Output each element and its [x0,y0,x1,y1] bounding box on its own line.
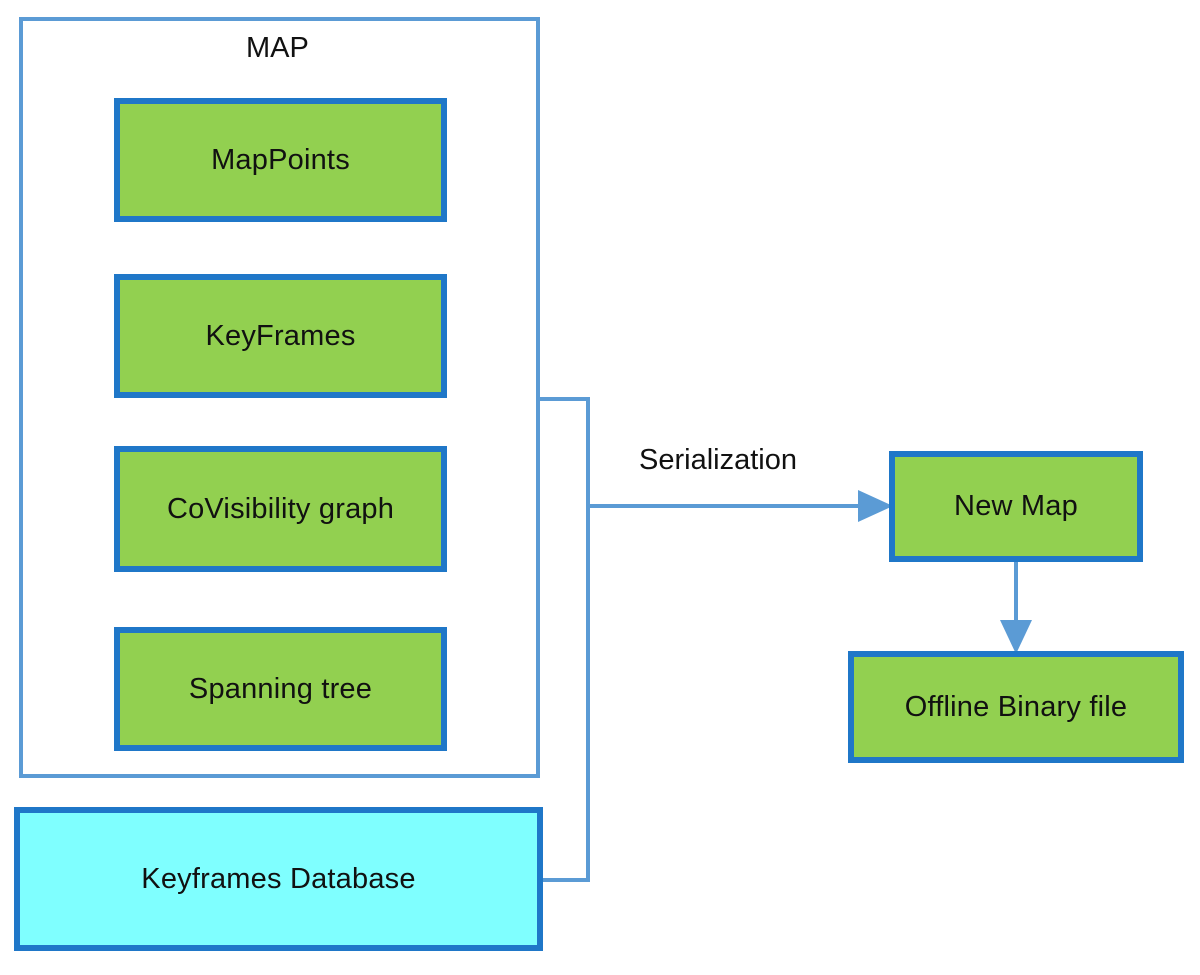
map-container-title: MAP [246,32,309,64]
keyframes-database-label: Keyframes Database [141,862,416,895]
new-map-label: New Map [954,490,1078,522]
serialization-edge-label: Serialization [639,444,797,476]
keyframes-label: KeyFrames [205,319,356,352]
spanning-tree-label: Spanning tree [188,672,373,705]
serialization-arrowhead [858,490,893,522]
newmap-to-binary-arrowhead [1000,620,1032,654]
covisibility-graph-label: CoVisibility graph [166,492,395,525]
spanning-tree-node[interactable]: Spanning tree [114,627,447,751]
offline-binary-file-node[interactable]: Offline Binary file [848,651,1184,763]
mappoints-node[interactable]: MapPoints [114,98,447,222]
offline-binary-file-label: Offline Binary file [904,690,1128,723]
new-map-node[interactable]: New Map [889,451,1143,562]
bracket-connector [540,397,590,882]
keyframes-database-node[interactable]: Keyframes Database [14,807,543,951]
mappoints-label: MapPoints [211,143,350,176]
map-container [19,17,540,778]
covisibility-graph-node[interactable]: CoVisibility graph [114,446,447,572]
keyframes-node[interactable]: KeyFrames [114,274,447,398]
